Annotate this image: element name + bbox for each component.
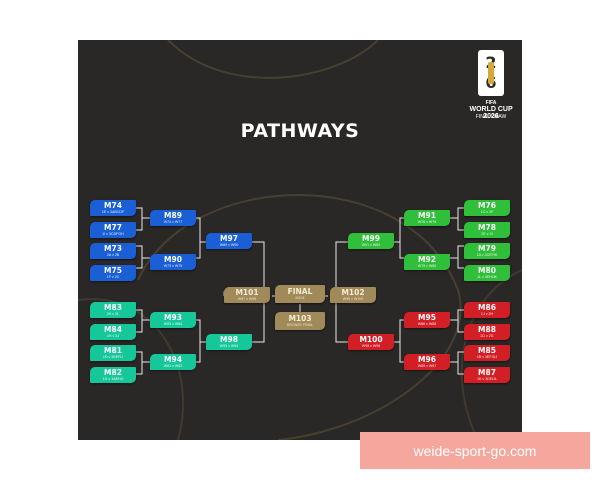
trophy-icon: 2 6: [478, 50, 504, 96]
logo-final-draw: FINAL DRAW: [475, 114, 507, 120]
page-title: PATHWAYS: [240, 120, 360, 142]
bracket-lines: [136, 207, 464, 375]
logo-fifa: FIFA: [485, 100, 497, 106]
logo-world-cup-year: WORLD CUP 2026: [469, 106, 513, 120]
world-cup-logo: 2 6 FIFA WORLD CUP 2026 FINAL DRAW: [466, 48, 516, 128]
background-decoration: [78, 40, 522, 440]
watermark-banner: weide-sport-go.com: [360, 432, 590, 469]
pathways-poster: 2 6 FIFA WORLD CUP 2026 FINAL DRAW PATHW…: [78, 40, 522, 440]
